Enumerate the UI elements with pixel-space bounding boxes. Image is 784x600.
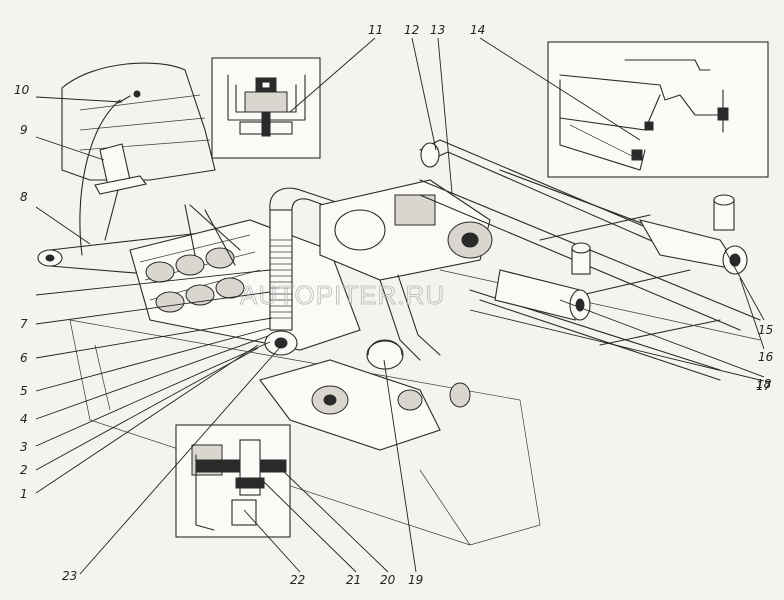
flex-pipe xyxy=(264,209,298,356)
gearbox xyxy=(259,359,471,451)
inset-muffler-mount xyxy=(547,41,769,178)
tail-pipe xyxy=(638,194,748,275)
inset-detail-11 xyxy=(211,57,321,159)
callout-7: 7 xyxy=(20,317,28,331)
callout-1: 1 xyxy=(20,487,28,501)
callout-21: 21 xyxy=(346,573,361,587)
callout-17: 17 xyxy=(756,379,772,393)
callout-11: 11 xyxy=(368,23,383,37)
callout-22: 22 xyxy=(290,573,305,587)
cab-floor xyxy=(61,62,216,181)
callout-4: 4 xyxy=(20,412,28,426)
callout-3: 3 xyxy=(20,440,28,454)
rear-exhaust-tube xyxy=(494,242,591,321)
callout-16: 16 xyxy=(758,350,774,364)
knob xyxy=(133,90,141,98)
callout-5: 5 xyxy=(20,384,28,398)
callout-18: 18 xyxy=(756,377,772,391)
callout-13: 13 xyxy=(430,23,445,37)
callout-20: 20 xyxy=(380,573,396,587)
inset-detail-bolt xyxy=(175,424,291,538)
callout-19: 19 xyxy=(408,573,423,587)
frame-plane xyxy=(69,319,541,546)
watermark: AUTOPITER.RU xyxy=(240,280,445,310)
callout-10: 10 xyxy=(14,83,30,97)
callout-15: 15 xyxy=(758,323,773,337)
downpipe xyxy=(366,274,441,370)
callout-14: 14 xyxy=(470,23,485,37)
pedal xyxy=(94,143,147,241)
callout-6: 6 xyxy=(20,351,28,365)
callout-12: 12 xyxy=(404,23,419,37)
chassis-frame xyxy=(419,169,761,381)
leader-lines xyxy=(35,37,765,575)
callout-9: 9 xyxy=(20,123,28,137)
callout-8: 8 xyxy=(20,190,28,204)
callout-2: 2 xyxy=(20,463,28,477)
callout-labels: 1 2 3 4 5 6 7 8 9 10 11 12 13 14 15 16 1… xyxy=(14,23,774,587)
control-cable xyxy=(37,90,221,281)
callout-23: 23 xyxy=(62,569,77,583)
muffler xyxy=(319,179,493,281)
